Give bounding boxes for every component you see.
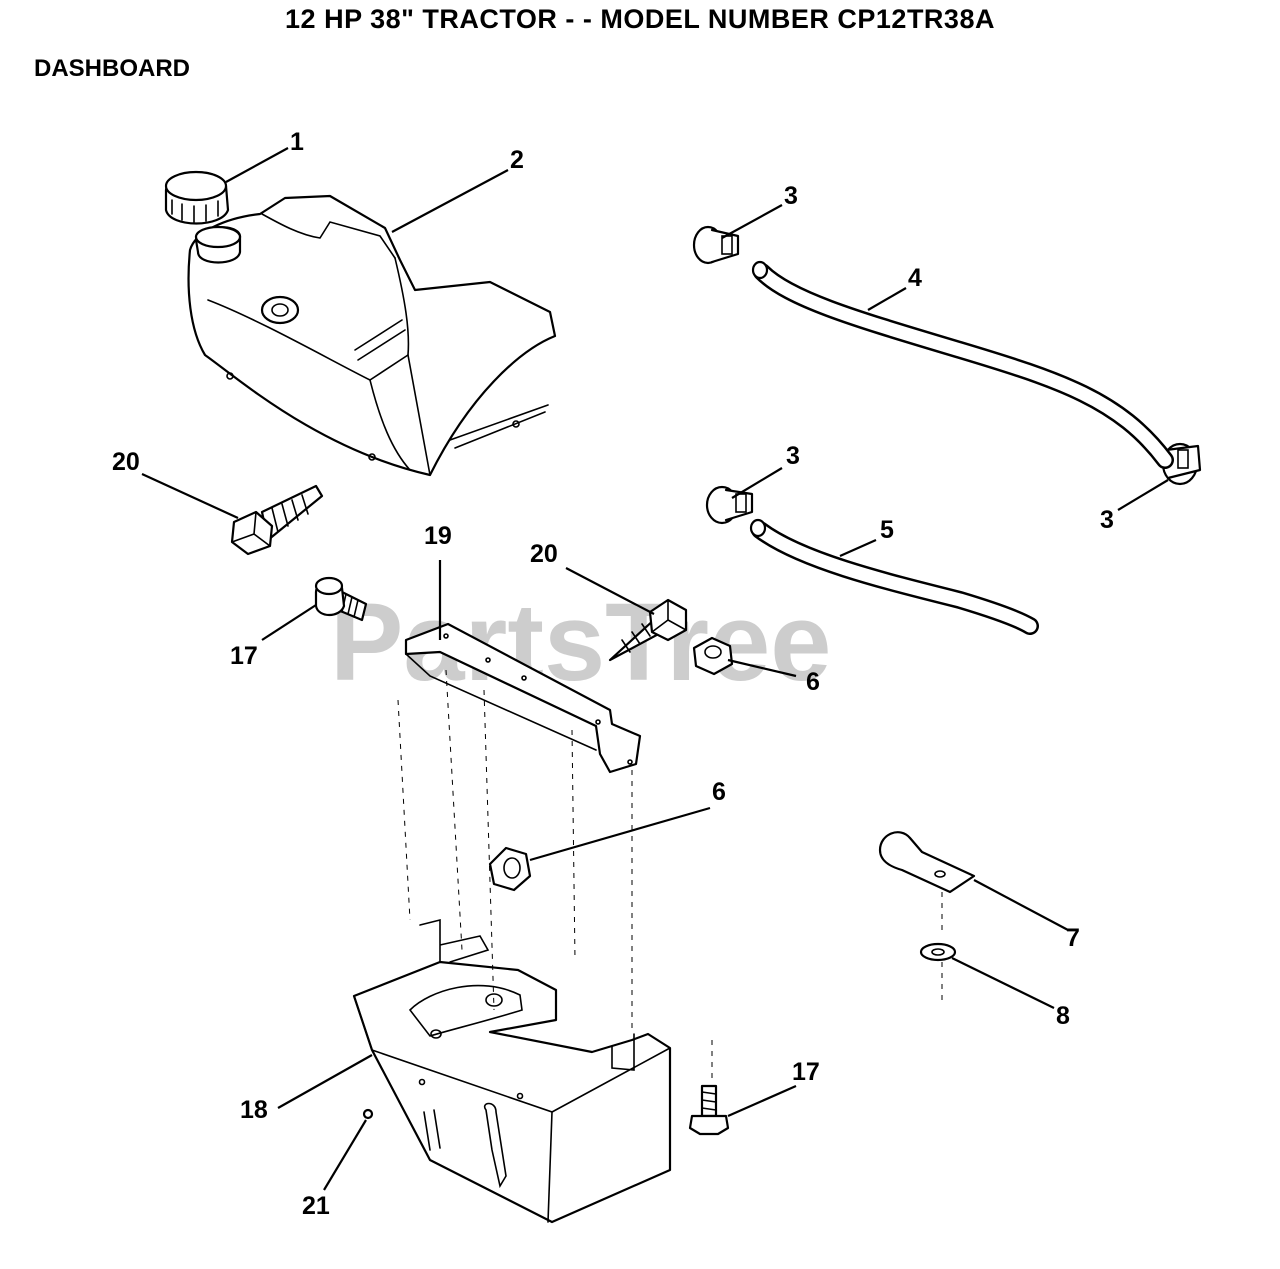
hose-clamp-right[interactable] (1161, 442, 1202, 486)
hose-clamp-middle[interactable] (705, 485, 754, 525)
bolt-lower[interactable] (688, 1084, 730, 1136)
diagram-title: 12 HP 38" TRACTOR - - MODEL NUMBER CP12T… (285, 4, 995, 34)
callout-3: 3 (786, 442, 800, 470)
fuel-line-short[interactable] (749, 518, 1039, 635)
small-screw[interactable] (362, 1108, 374, 1120)
fuel-tank[interactable] (187, 194, 557, 477)
callout-19: 19 (424, 522, 452, 550)
hex-nut-middle[interactable] (488, 846, 532, 892)
callout-3: 3 (784, 182, 798, 210)
callout-7: 7 (1066, 924, 1080, 952)
assembly-lines (397, 669, 943, 1080)
callout-17: 17 (792, 1058, 820, 1086)
callout-1: 1 (290, 128, 304, 156)
callout-3: 3 (1100, 506, 1114, 534)
fuel-cap[interactable] (164, 170, 230, 225)
callout-20: 20 (112, 448, 140, 476)
callout-8: 8 (1056, 1002, 1070, 1030)
callout-20: 20 (530, 540, 558, 568)
bolt-upper[interactable] (314, 576, 368, 622)
callout-2: 2 (510, 146, 524, 174)
section-label: DASHBOARD (34, 55, 190, 82)
washer[interactable] (919, 942, 957, 962)
hex-nut-upper[interactable] (692, 636, 734, 676)
callout-6: 6 (806, 668, 820, 696)
callout-4: 4 (908, 264, 922, 292)
dash-panel[interactable] (352, 918, 672, 1224)
tube-clip[interactable] (878, 831, 976, 894)
lag-screw-left[interactable] (230, 484, 324, 556)
fuel-line-long[interactable] (751, 260, 1174, 469)
leader-lines (141, 147, 1169, 1191)
dash-bracket[interactable] (404, 622, 642, 774)
callout-5: 5 (880, 516, 894, 544)
callout-6: 6 (712, 778, 726, 806)
callout-numbers: 1 2 3 4 3 3 5 20 19 20 17 6 6 7 8 17 18 … (112, 128, 1114, 1220)
hose-clamp-top-left[interactable] (692, 225, 740, 265)
callout-21: 21 (302, 1192, 330, 1220)
callout-18: 18 (240, 1096, 268, 1124)
lag-screw-right[interactable] (608, 598, 688, 662)
callout-17: 17 (230, 642, 258, 670)
